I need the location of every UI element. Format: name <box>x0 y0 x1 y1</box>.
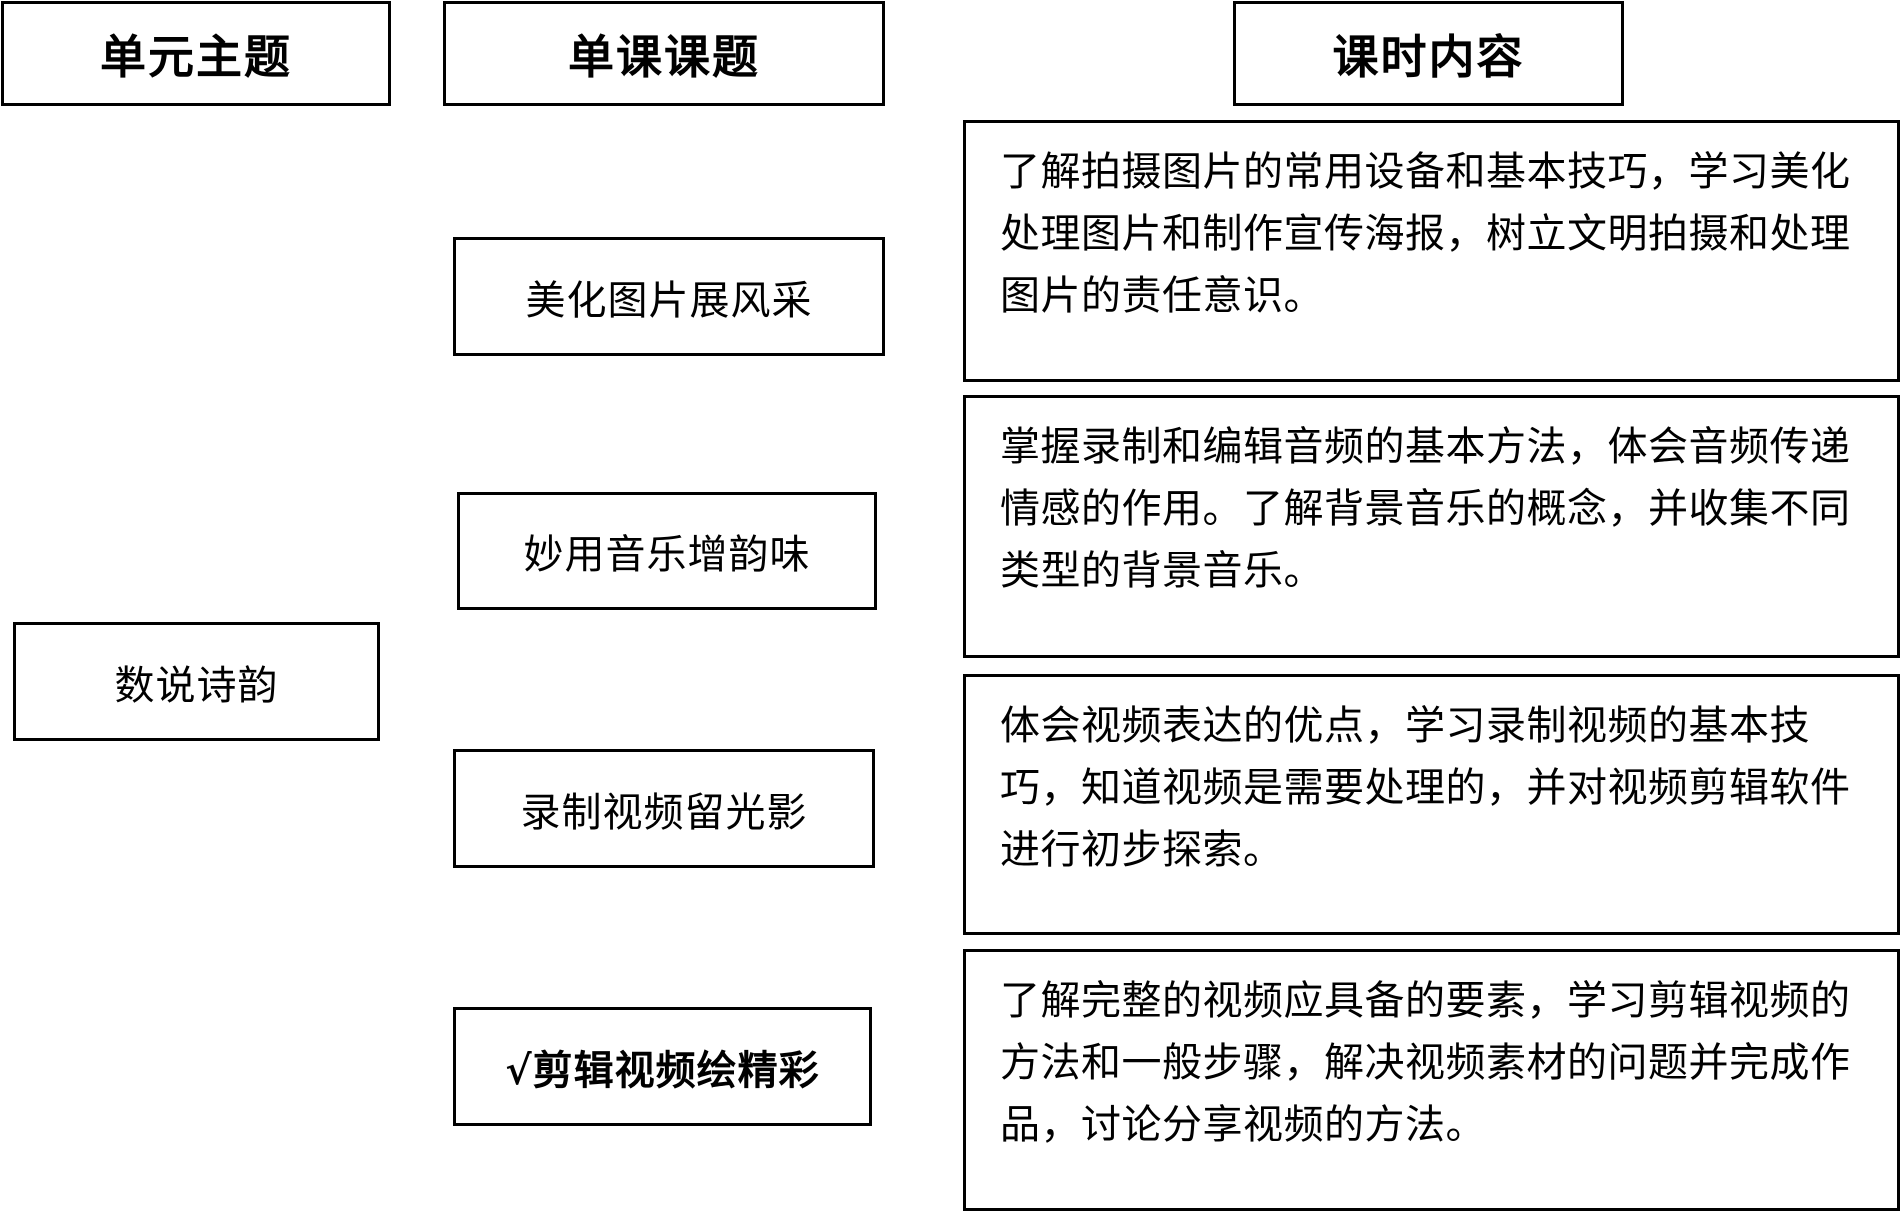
lesson-content-1: 了解拍摄图片的常用设备和基本技巧，学习美化处理图片和制作宣传海报，树立文明拍摄和… <box>1000 149 1851 319</box>
lesson-title-1: 美化图片展风采 <box>525 277 813 324</box>
unit-box: 数说诗韵 <box>13 622 380 741</box>
header-unit-theme-text: 单元主题 <box>100 29 292 84</box>
lesson-content-box-1: 了解拍摄图片的常用设备和基本技巧，学习美化处理图片和制作宣传海报，树立文明拍摄和… <box>963 120 1900 382</box>
lesson-content-4: 了解完整的视频应具备的要素，学习剪辑视频的方法和一般步骤，解决视频素材的问题并完… <box>1000 978 1851 1148</box>
lesson-title-3: 录制视频留光影 <box>520 789 808 836</box>
lesson-title-2: 妙用音乐增韵味 <box>523 532 811 578</box>
header-lesson-content-text: 课时内容 <box>1332 29 1525 84</box>
lesson-content-box-3: 体会视频表达的优点，学习录制视频的基本技巧，知道视频是需要处理的，并对视频剪辑软… <box>963 674 1900 935</box>
unit-name: 数说诗韵 <box>114 662 279 709</box>
header-unit-theme: 单元主题 <box>1 1 391 106</box>
header-lesson-title: 单课课题 <box>443 1 885 106</box>
lesson-title-box-4: √剪辑视频绘精彩 <box>453 1007 872 1126</box>
lesson-content-box-2: 掌握录制和编辑音频的基本方法，体会音频传递情感的作用。了解背景音乐的概念，并收集… <box>963 395 1900 658</box>
lesson-title-box-1: 美化图片展风采 <box>453 237 885 356</box>
lesson-title-4: √剪辑视频绘精彩 <box>505 1046 820 1094</box>
header-lesson-title-text: 单课课题 <box>568 29 760 84</box>
lesson-title-box-3: 录制视频留光影 <box>453 749 875 868</box>
lesson-content-3: 体会视频表达的优点，学习录制视频的基本技巧，知道视频是需要处理的，并对视频剪辑软… <box>1000 703 1851 873</box>
lesson-title-box-2: 妙用音乐增韵味 <box>457 492 877 610</box>
header-lesson-content: 课时内容 <box>1233 1 1624 106</box>
lesson-content-2: 掌握录制和编辑音频的基本方法，体会音频传递情感的作用。了解背景音乐的概念，并收集… <box>1000 424 1851 594</box>
lesson-content-box-4: 了解完整的视频应具备的要素，学习剪辑视频的方法和一般步骤，解决视频素材的问题并完… <box>963 949 1900 1211</box>
